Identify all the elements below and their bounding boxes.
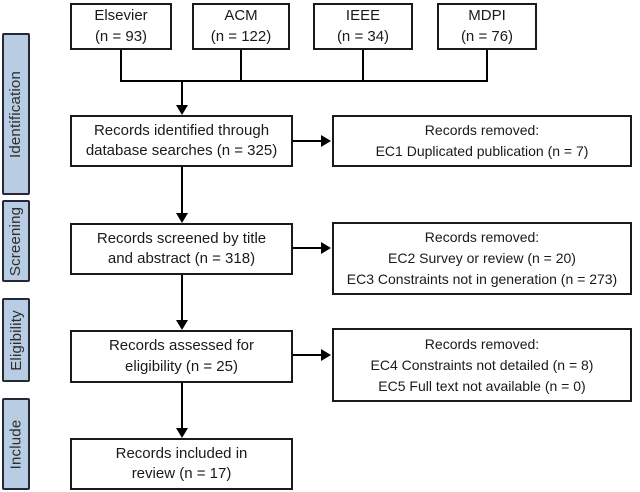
flow-box-records-identified: Records identified through database sear… <box>70 115 293 167</box>
source-count: (n = 122) <box>210 27 272 45</box>
stage-label-screening: Screening <box>2 200 30 282</box>
source-count: (n = 34) <box>336 27 390 45</box>
removed-title: Records removed: <box>424 335 540 352</box>
stage-label-identification: Identification <box>2 33 30 195</box>
source-count: (n = 93) <box>94 27 148 45</box>
connector-assessed-to-included <box>181 383 183 428</box>
flow-box-line: eligibility (n = 25) <box>125 357 238 375</box>
flow-box-line: Records assessed for <box>108 337 255 355</box>
connector-screened-to-removed2 <box>293 247 321 249</box>
flow-box-line: Records screened by title <box>96 229 267 247</box>
source-name: MDPI <box>468 7 506 25</box>
source-name: Elsevier <box>94 7 148 25</box>
flow-box-line: Records identified through <box>93 121 270 139</box>
removed-title: Records removed: <box>424 122 540 138</box>
removed-box-ec1: Records removed: EC1 Duplicated publicat… <box>332 115 632 167</box>
connector-elsevier-stub <box>120 50 122 82</box>
source-box-elsevier: Elsevier (n = 93) <box>70 3 172 50</box>
connector-acm-stub <box>240 50 242 82</box>
flow-box-line: Records included in <box>115 444 248 462</box>
stage-label-text: Eligibility <box>7 309 25 371</box>
source-name: ACM <box>224 7 258 25</box>
arrowhead-down-icon <box>176 320 188 330</box>
removed-item: EC3 Constraints not in generation (n = 2… <box>346 271 618 287</box>
arrowhead-right-icon <box>321 242 331 254</box>
removed-item: EC4 Constraints not detailed (n = 8) <box>370 356 594 373</box>
flow-box-line: review (n = 17) <box>131 465 232 482</box>
arrowhead-down-icon <box>176 213 188 223</box>
source-name: IEEE <box>345 7 381 25</box>
arrowhead-down-icon <box>176 428 188 438</box>
source-count: (n = 76) <box>460 27 514 45</box>
connector-sources-to-identified <box>181 80 183 106</box>
removed-item: EC5 Full text not available (n = 0) <box>378 377 586 394</box>
stage-label-text: Screening <box>7 206 25 276</box>
connector-identified-to-screened <box>181 167 183 213</box>
arrowhead-right-icon <box>321 349 331 361</box>
flow-box-records-assessed: Records assessed for eligibility (n = 25… <box>70 330 293 383</box>
connector-mdpi-stub <box>486 50 488 82</box>
stage-label-text: Identification <box>7 70 25 158</box>
connector-sources-merge-line <box>120 80 488 82</box>
connector-screened-to-assessed <box>181 275 183 320</box>
connector-ieee-stub <box>362 50 364 82</box>
removed-item: EC2 Survey or review (n = 20) <box>388 250 576 266</box>
source-box-acm: ACM (n = 122) <box>192 3 290 50</box>
removed-title: Records removed: <box>424 229 540 245</box>
stage-label-include: Include <box>2 398 30 490</box>
arrowhead-right-icon <box>321 135 331 147</box>
removed-box-ec4-ec5: Records removed: EC4 Constraints not det… <box>332 328 632 402</box>
source-box-mdpi: MDPI (n = 76) <box>437 3 537 50</box>
source-box-ieee: IEEE (n = 34) <box>313 3 413 50</box>
flow-box-records-included: Records included in review (n = 17) <box>70 438 293 490</box>
connector-identified-to-removed1 <box>293 140 321 142</box>
flow-box-records-screened: Records screened by title and abstract (… <box>70 223 293 275</box>
connector-assessed-to-removed3 <box>293 354 321 356</box>
removed-box-ec2-ec3: Records removed: EC2 Survey or review (n… <box>332 222 632 295</box>
arrowhead-down-icon <box>176 105 188 115</box>
flow-box-line: and abstract (n = 318) <box>107 250 256 267</box>
stage-label-text: Include <box>7 419 25 469</box>
flow-box-line: database searches (n = 325) <box>85 142 278 159</box>
removed-item: EC1 Duplicated publication (n = 7) <box>375 143 589 159</box>
stage-label-eligibility: Eligibility <box>2 298 30 382</box>
